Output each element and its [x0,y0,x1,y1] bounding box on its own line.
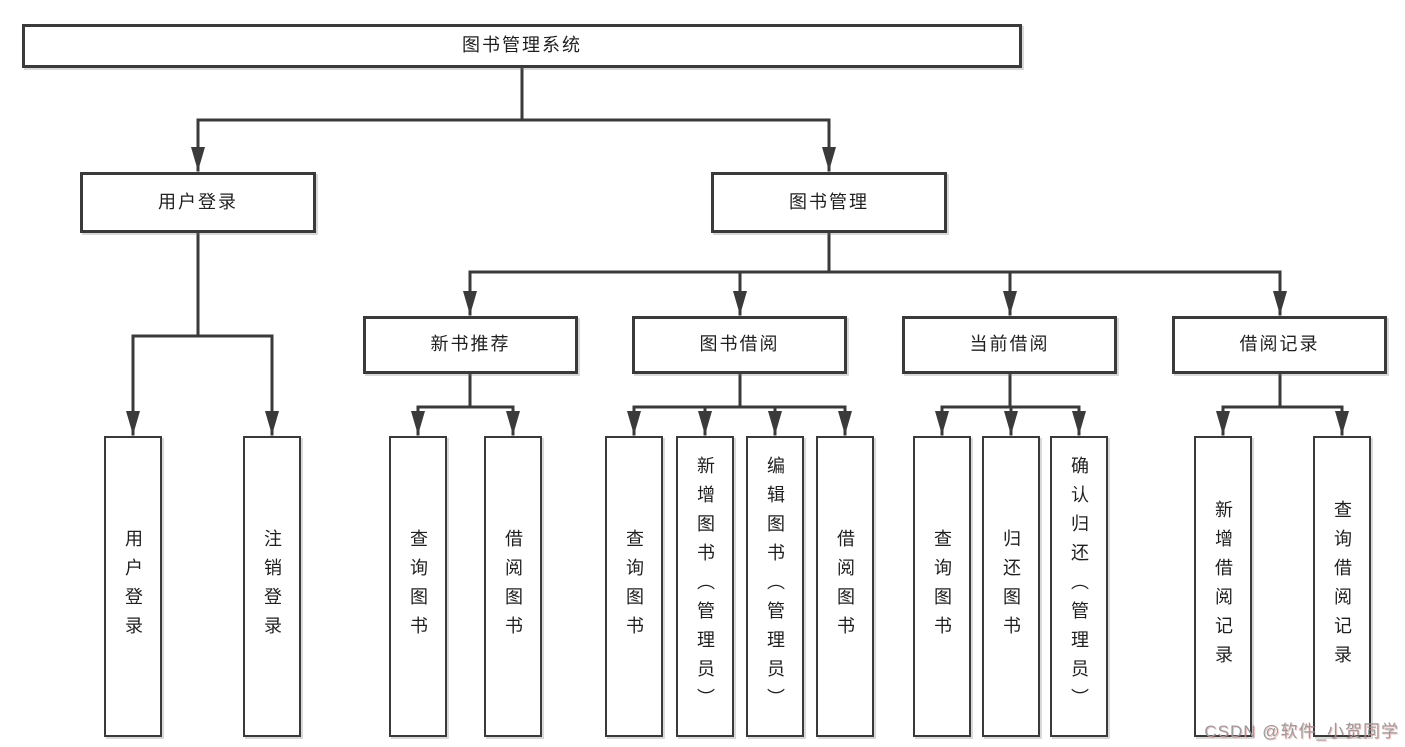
node-user-login: 用户登录 [80,172,316,233]
node-borrow-records: 借阅记录 [1172,316,1387,374]
leaf-label: 用户登录 [123,528,143,645]
leaf-label: 查询图书 [624,528,644,645]
leaf-borrow-books-borrow: 借阅图书 [816,436,874,737]
leaf-return-books: 归还图书 [982,436,1040,737]
leaf-user-login: 用户登录 [104,436,162,737]
node-book-management: 图书管理 [711,172,947,233]
leaf-label: 注销登录 [262,528,282,645]
leaf-add-books-admin: 新增图书（管理员） [676,436,734,737]
leaf-label: 查询借阅记录 [1332,499,1352,674]
leaf-query-books-newrec: 查询图书 [389,436,447,737]
leaf-label: 新增图书（管理员） [695,456,715,717]
node-label: 用户登录 [158,191,238,212]
csdn-watermark: CSDN @软件_小贺同学 [1204,722,1399,741]
leaf-label: 查询图书 [408,528,428,645]
node-label: 图书管理 [789,191,869,212]
leaf-label: 查询图书 [932,528,952,645]
node-label: 新书推荐 [430,334,511,355]
leaf-add-borrow-record: 新增借阅记录 [1194,436,1252,737]
leaf-query-borrow-record: 查询借阅记录 [1313,436,1371,737]
leaf-query-books-borrow: 查询图书 [605,436,663,737]
node-library-system: 图书管理系统 [22,24,1022,68]
node-new-book-recommend: 新书推荐 [363,316,578,374]
leaf-label: 新增借阅记录 [1213,499,1233,674]
node-label: 当前借阅 [969,334,1050,355]
connectors [126,64,1349,436]
leaf-edit-books-admin: 编辑图书（管理员） [746,436,804,737]
leaf-label: 编辑图书（管理员） [765,456,785,717]
leaf-query-books-current: 查询图书 [913,436,971,737]
node-book-borrow: 图书借阅 [632,316,847,374]
leaf-label: 归还图书 [1001,528,1021,645]
leaf-borrow-books-newrec: 借阅图书 [484,436,542,737]
leaf-label: 借阅图书 [503,528,523,645]
node-label: 图书借阅 [699,334,780,355]
node-current-borrow: 当前借阅 [902,316,1117,374]
leaf-logout: 注销登录 [243,436,301,737]
node-label: 图书管理系统 [462,35,582,56]
leaf-confirm-return-admin: 确认归还（管理员） [1050,436,1108,737]
node-label: 借阅记录 [1239,334,1320,355]
leaf-label: 借阅图书 [835,528,855,645]
leaf-label: 确认归还（管理员） [1069,456,1089,717]
